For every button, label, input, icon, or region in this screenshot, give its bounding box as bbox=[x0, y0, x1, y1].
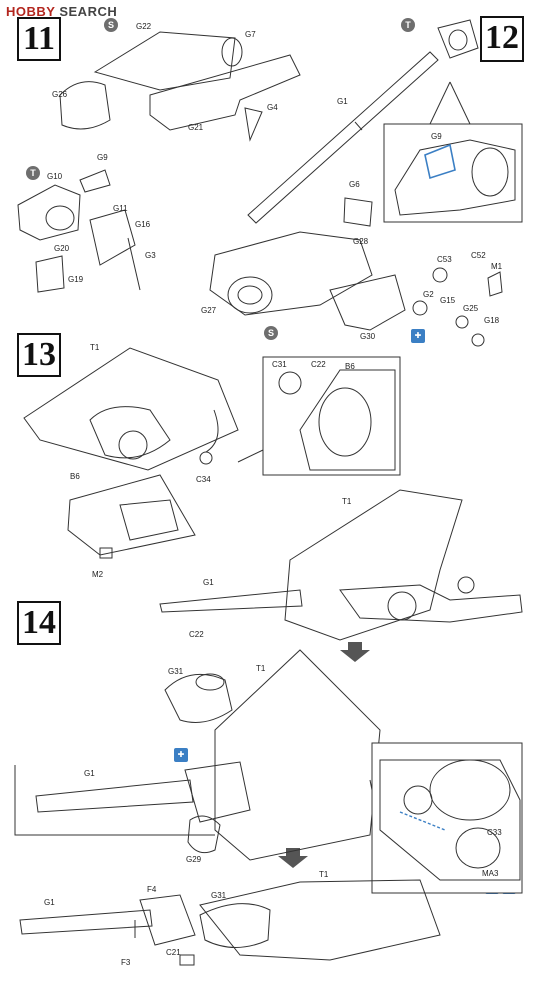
label-t1: T1 bbox=[90, 343, 100, 352]
label-g22: G22 bbox=[136, 22, 152, 31]
label-g6: G6 bbox=[349, 180, 360, 189]
label-f3: F3 bbox=[121, 958, 131, 967]
part-b6 bbox=[67, 474, 196, 556]
label-c33: C33 bbox=[487, 828, 502, 837]
label-t1: T1 bbox=[319, 870, 329, 879]
label-g15: G15 bbox=[440, 296, 456, 305]
label-c22: C22 bbox=[189, 630, 204, 639]
part-f4 bbox=[139, 894, 196, 946]
label-g4: G4 bbox=[267, 103, 278, 112]
label-g7: G7 bbox=[245, 30, 256, 39]
part-t1-plate bbox=[23, 347, 239, 471]
part-g1 bbox=[247, 51, 439, 224]
step-number-13: 13 bbox=[17, 333, 61, 377]
part-g10 bbox=[17, 184, 81, 241]
part-g6 bbox=[343, 197, 373, 227]
s-badge: S bbox=[264, 326, 278, 340]
part-g11 bbox=[89, 209, 136, 266]
label-m1: M1 bbox=[491, 262, 503, 271]
label-c31: C31 bbox=[272, 360, 287, 369]
label-g3: G3 bbox=[145, 251, 156, 260]
part-g1-barrel-14 bbox=[35, 779, 194, 813]
label-g21: G21 bbox=[188, 123, 204, 132]
part-g21 bbox=[149, 54, 301, 131]
part-g9 bbox=[79, 169, 111, 193]
label-m2: M2 bbox=[92, 570, 104, 579]
part-g4 bbox=[244, 107, 263, 142]
label-g20: G20 bbox=[54, 244, 70, 253]
label-t1: T1 bbox=[256, 664, 266, 673]
part-g1-barrel-13 bbox=[159, 589, 303, 613]
watermark-logo: HOBBY SEARCH bbox=[6, 4, 118, 19]
label-g28: G28 bbox=[353, 237, 369, 246]
label-g2: G2 bbox=[423, 290, 434, 299]
part-g31 bbox=[164, 673, 233, 723]
label-ma3: MA3 bbox=[482, 869, 499, 878]
label-g1: G1 bbox=[84, 769, 95, 778]
part-g19 bbox=[35, 255, 65, 293]
label-b6: B6 bbox=[345, 362, 355, 371]
step-number-12: 12 bbox=[480, 16, 524, 62]
step-number-11: 11 bbox=[17, 17, 61, 61]
part-t1-final bbox=[199, 879, 441, 961]
part-t1-step14 bbox=[214, 649, 381, 861]
part-g1-barrel-final bbox=[19, 909, 153, 935]
label-g31: G31 bbox=[168, 667, 184, 676]
label-g30: G30 bbox=[360, 332, 376, 341]
part-g30 bbox=[329, 274, 406, 331]
part-g22 bbox=[93, 31, 236, 91]
part-breech bbox=[209, 231, 373, 316]
t-badge: T bbox=[401, 18, 415, 32]
label-f4: F4 bbox=[147, 885, 157, 894]
label-g11: G11 bbox=[113, 204, 128, 213]
label-c21: C21 bbox=[166, 948, 181, 957]
t-badge: T bbox=[26, 166, 40, 180]
label-g1: G1 bbox=[337, 97, 348, 106]
label-g26: G26 bbox=[52, 90, 68, 99]
label-g31: G31 bbox=[211, 891, 227, 900]
part-t1-turret bbox=[284, 489, 463, 641]
label-g27: G27 bbox=[201, 306, 217, 315]
label-g9: G9 bbox=[431, 132, 442, 141]
label-g25: G25 bbox=[463, 304, 479, 313]
cement-icon: ✚ bbox=[411, 329, 425, 343]
label-g1: G1 bbox=[203, 578, 214, 587]
label-g1: G1 bbox=[44, 898, 55, 907]
part-g26 bbox=[59, 81, 111, 130]
part-g29 bbox=[187, 815, 221, 854]
label-c22: C22 bbox=[311, 360, 326, 369]
label-t1: T1 bbox=[342, 497, 352, 506]
label-c34: C34 bbox=[196, 475, 211, 484]
label-g29: G29 bbox=[186, 855, 202, 864]
step-number-14: 14 bbox=[17, 601, 61, 645]
label-g9: G9 bbox=[97, 153, 108, 162]
cement-icon: ✚ bbox=[174, 748, 188, 762]
label-b6: B6 bbox=[70, 472, 80, 481]
label-g10: G10 bbox=[47, 172, 63, 181]
label-g19: G19 bbox=[68, 275, 84, 284]
label-c53: C53 bbox=[437, 255, 452, 264]
label-g16: G16 bbox=[135, 220, 151, 229]
label-g18: G18 bbox=[484, 316, 500, 325]
label-c52: C52 bbox=[471, 251, 486, 260]
s-badge: S bbox=[104, 18, 118, 32]
